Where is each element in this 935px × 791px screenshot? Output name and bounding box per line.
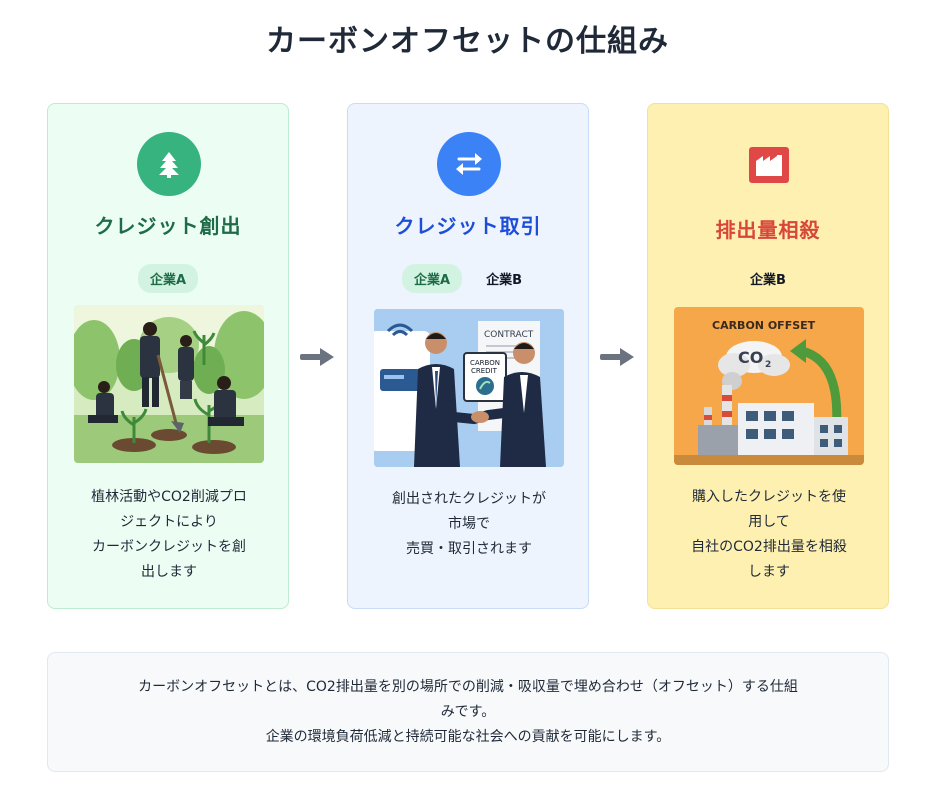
co2-subscript: 2 (765, 360, 771, 370)
exchange-icon-badge (437, 132, 501, 196)
summary-line: みです。 (440, 704, 496, 720)
step-description: 購入したクレジットを使 用して 自社のCO2排出量を相殺 します (666, 485, 872, 585)
tree-icon-badge (137, 132, 201, 196)
company-chip: 企業A (137, 264, 199, 293)
company-chips: 企業B (648, 264, 888, 293)
credit-label-line2: CREDIT (471, 367, 498, 375)
description-line: 市場で (448, 516, 490, 532)
co2-label: CO (738, 348, 763, 367)
arrow-right-icon (600, 348, 634, 366)
offset-illustration: CARBON OFFSET CO 2 (674, 307, 864, 465)
step-card-credit-creation: クレジット創出 企業A (47, 103, 289, 609)
step-description: 植林活動やCO2削減プロ ジェクトにより カーボンクレジットを創 出します (66, 485, 272, 585)
company-chip: 企業A (402, 264, 463, 293)
exchange-icon (456, 153, 482, 175)
description-line: 自社のCO2排出量を相殺 (691, 539, 847, 555)
contract-label: CONTRACT (484, 330, 534, 340)
credit-label-line1: CARBON (470, 359, 500, 367)
summary-line: 企業の環境負荷低減と持続可能な社会への貢献を可能にします。 (265, 729, 671, 745)
tree-icon (159, 152, 179, 178)
description-line: 売買・取引されます (406, 541, 532, 557)
company-chip: 企業B (486, 273, 522, 288)
step-card-emission-offset: 排出量相殺 企業B CARBON OFFSET CO 2 (647, 103, 889, 609)
planting-illustration (74, 305, 264, 463)
company-chip: 企業B (750, 273, 786, 288)
step-title: 排出量相殺 (715, 218, 821, 242)
trading-illustration: CONTRACT CARBON CREDIT (374, 309, 564, 467)
step-title: クレジット取引 (394, 214, 542, 238)
carbon-offset-heading: CARBON OFFSET (712, 319, 816, 332)
description-line: ジェクトにより (120, 514, 218, 530)
step-description: 創出されたクレジットが 市場で 売買・取引されます (366, 487, 572, 562)
summary-box: カーボンオフセットとは、CO2排出量を別の場所での削減・吸収量で埋め合わせ（オフ… (47, 652, 889, 772)
factory-icon (749, 147, 789, 183)
arrow-right-icon (300, 348, 334, 366)
description-line: 創出されたクレジットが (392, 491, 546, 507)
description-line: 出します (141, 564, 197, 580)
description-line: 購入したクレジットを使 (692, 489, 846, 505)
description-line: します (748, 564, 790, 580)
description-line: カーボンクレジットを創 (92, 539, 246, 555)
company-chips: 企業A (48, 264, 288, 293)
step-card-credit-trading: クレジット取引 企業A 企業B CONTRACT CARBON CREDIT (347, 103, 589, 609)
page-title: カーボンオフセットの仕組み (266, 24, 669, 59)
description-line: 植林活動やCO2削減プロ (91, 489, 247, 505)
step-title: クレジット創出 (94, 214, 242, 238)
company-chips: 企業A 企業B (348, 264, 588, 293)
description-line: 用して (748, 514, 790, 530)
summary-line: カーボンオフセットとは、CO2排出量を別の場所での削減・吸収量で埋め合わせ（オフ… (138, 679, 798, 695)
